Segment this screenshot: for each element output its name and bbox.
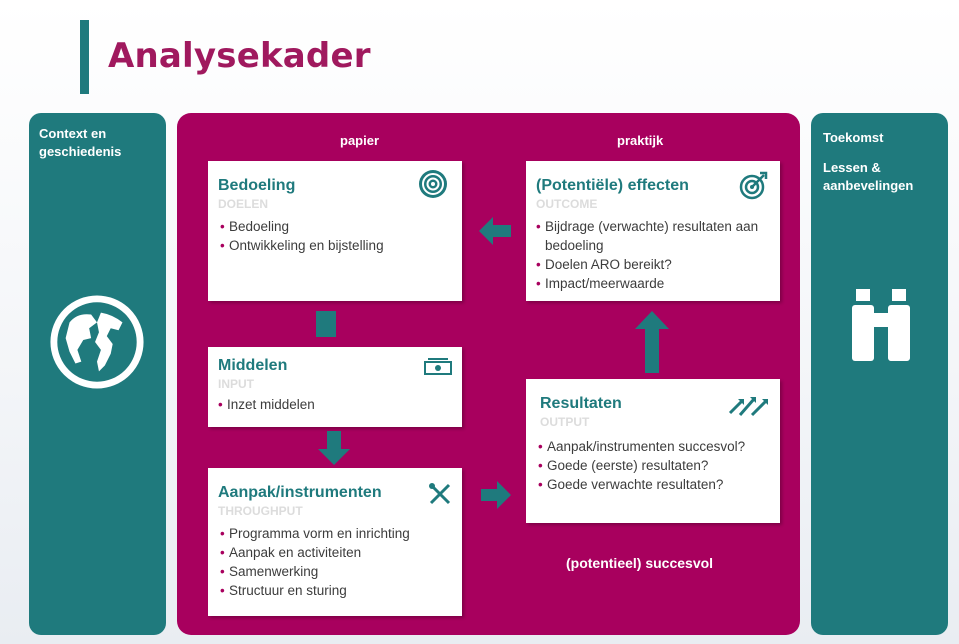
box-subtitle: DOELEN xyxy=(218,197,269,211)
list-item: Goede verwachte resultaten? xyxy=(538,475,778,494)
target-icon xyxy=(419,170,447,198)
box-title: (Potentiële) effecten xyxy=(536,177,689,194)
context-panel: Context en geschiedenis xyxy=(29,113,166,635)
context-label: Context en geschiedenis xyxy=(39,126,122,159)
box-bedoeling: Bedoeling DOELEN Bedoeling Ontwikkeling … xyxy=(208,161,462,301)
list-item: Ontwikkeling en bijstelling xyxy=(220,236,460,255)
globe-icon xyxy=(50,295,144,389)
box-subtitle: THROUGHPUT xyxy=(218,504,303,518)
arrow-right-icon xyxy=(481,481,511,509)
page-title: Analysekader xyxy=(108,36,371,76)
box-middelen: Middelen INPUT Inzet middelen xyxy=(208,347,462,427)
future-label: Toekomst xyxy=(823,130,884,145)
lessons-label: Lessen & aanbevelingen xyxy=(823,160,914,193)
future-panel: Toekomst Lessen & aanbevelingen xyxy=(811,113,948,635)
bullet-list: Bijdrage (verwachte) resultaten aan bedo… xyxy=(536,217,778,293)
box-effecten: (Potentiële) effecten OUTCOME Bijdrage (… xyxy=(526,161,780,301)
list-item: Impact/meerwaarde xyxy=(536,274,778,293)
success-label: (potentieel) succesvol xyxy=(566,555,714,571)
target-arrow-icon xyxy=(739,171,768,200)
list-item: Inzet middelen xyxy=(218,395,458,414)
list-item: Samenwerking xyxy=(220,562,460,581)
money-icon xyxy=(424,358,452,375)
connector-block xyxy=(316,311,336,337)
box-subtitle: OUTCOME xyxy=(536,197,598,211)
title-accent-bar xyxy=(80,20,89,94)
box-subtitle: INPUT xyxy=(218,377,254,391)
analysis-framework: papier praktijk Bedoeling DOELEN Bedoeli… xyxy=(177,113,800,635)
box-resultaten: Resultaten OUTPUT Aanpak/instrumenten su… xyxy=(526,379,780,523)
box-title: Middelen xyxy=(218,357,288,374)
column-header-papier: papier xyxy=(340,133,380,148)
list-item: Structuur en sturing xyxy=(220,581,460,600)
list-item: Bijdrage (verwachte) resultaten aan bedo… xyxy=(536,217,778,255)
bullet-list: Bedoeling Ontwikkeling en bijstelling xyxy=(220,217,460,255)
list-item: Aanpak/instrumenten succesvol? xyxy=(538,437,778,456)
bullet-list: Inzet middelen xyxy=(218,395,458,414)
tools-icon xyxy=(429,483,451,505)
arrow-up-icon xyxy=(635,311,669,373)
arrows-icon xyxy=(728,397,768,417)
list-item: Programma vorm en inrichting xyxy=(220,524,460,543)
arrow-left-icon xyxy=(479,217,511,245)
box-aanpak: Aanpak/instrumenten THROUGHPUT Programma… xyxy=(208,468,462,616)
binoculars-icon xyxy=(852,289,910,361)
list-item: Bedoeling xyxy=(220,217,460,236)
list-item: Goede (eerste) resultaten? xyxy=(538,456,778,475)
bullet-list: Aanpak/instrumenten succesvol? Goede (ee… xyxy=(538,437,778,494)
arrow-down-icon xyxy=(318,431,350,465)
box-subtitle: OUTPUT xyxy=(540,415,590,429)
box-title: Resultaten xyxy=(540,395,622,412)
box-title: Bedoeling xyxy=(218,177,296,194)
list-item: Doelen ARO bereikt? xyxy=(536,255,778,274)
box-title: Aanpak/instrumenten xyxy=(218,484,382,501)
list-item: Aanpak en activiteiten xyxy=(220,543,460,562)
bullet-list: Programma vorm en inrichting Aanpak en a… xyxy=(220,524,460,600)
column-header-praktijk: praktijk xyxy=(617,133,664,148)
